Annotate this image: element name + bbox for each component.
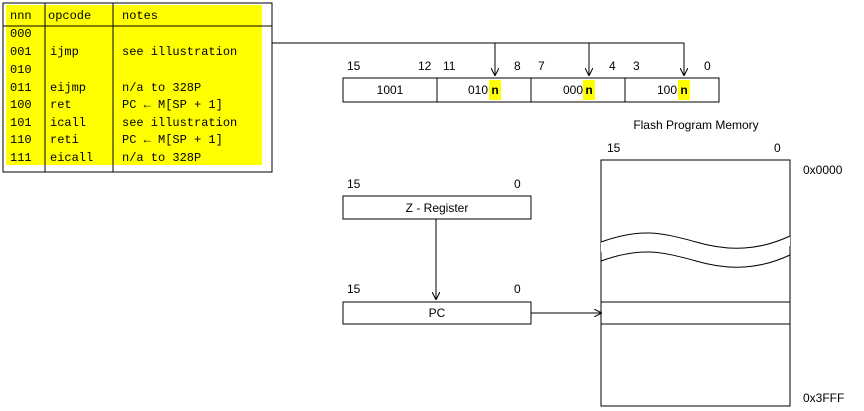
field-2-n: n — [491, 83, 498, 97]
row-nnn: 011 — [10, 81, 32, 95]
pc-register-label: PC — [429, 306, 446, 320]
bit-label-11: 11 — [443, 59, 456, 73]
table-header-opcode: opcode — [48, 9, 91, 23]
table-row: 101 icall see illustration — [10, 116, 237, 130]
pc-bit-high: 15 — [347, 282, 361, 296]
row-opcode: eijmp — [50, 81, 86, 95]
bit-label-8: 8 — [514, 59, 521, 73]
field-4-n: n — [680, 83, 687, 97]
flash-memory-bit-low: 0 — [774, 141, 781, 155]
table-row: 011 eijmp n/a to 328P — [10, 81, 201, 95]
field-opcode-high: 1001 — [377, 83, 404, 97]
row-notes: see illustration — [122, 116, 237, 130]
table-header-notes: notes — [122, 9, 158, 23]
field-2-prefix: 010 — [468, 83, 488, 97]
z-register-bit-high: 15 — [347, 177, 361, 191]
flash-memory-title: Flash Program Memory — [633, 118, 758, 132]
flash-program-memory: Flash Program Memory 15 0 0x0000 0x3FFF — [600, 118, 844, 407]
field-4-prefix: 100 — [657, 83, 677, 97]
row-notes: see illustration — [122, 45, 237, 59]
n-highlight-2 — [583, 80, 595, 100]
bit-label-7: 7 — [538, 59, 545, 73]
opcode-table-highlight — [6, 5, 262, 165]
table-row: 111 eicall n/a to 328P — [10, 151, 201, 165]
n-highlight-1 — [489, 80, 501, 100]
z-register: 15 0 Z - Register — [342, 177, 532, 220]
pc-bit-low: 0 — [514, 282, 521, 296]
row-opcode: reti — [50, 133, 79, 147]
row-nnn: 110 — [10, 133, 32, 147]
table-row: 010 — [10, 63, 32, 77]
opcode-table-border — [2, 2, 273, 173]
z-register-box — [342, 195, 532, 220]
instruction-word: 15 12 11 8 7 4 3 0 1001 010 n 000 n 100 … — [342, 59, 720, 103]
table-row: 001 ijmp see illustration — [10, 45, 237, 59]
memory-break-line-top — [600, 232, 791, 249]
row-nnn: 111 — [10, 151, 32, 165]
bit-label-0: 0 — [704, 59, 711, 73]
bit-label-4: 4 — [609, 59, 616, 73]
bit-label-15: 15 — [347, 59, 361, 73]
row-nnn: 101 — [10, 116, 32, 130]
memory-target-word — [600, 301, 791, 325]
bit-label-3: 3 — [633, 59, 640, 73]
row-notes: PC ← M[SP + 1] — [122, 133, 223, 147]
pc-register: 15 0 PC — [342, 282, 532, 325]
table-header-nnn: nnn — [10, 9, 32, 23]
row-nnn: 000 — [10, 27, 32, 41]
flash-memory-addr-start: 0x0000 — [803, 163, 843, 177]
row-opcode: ret — [50, 98, 72, 112]
z-register-bit-low: 0 — [514, 177, 521, 191]
flash-memory-box — [600, 159, 791, 407]
flash-memory-addr-end: 0x3FFF — [803, 391, 844, 405]
table-row: 100 ret PC ← M[SP + 1] — [10, 98, 223, 112]
flash-memory-bit-high: 15 — [607, 141, 621, 155]
table-row: 110 reti PC ← M[SP + 1] — [10, 133, 223, 147]
row-opcode: ijmp — [50, 45, 79, 59]
row-nnn: 100 — [10, 98, 32, 112]
opcode-table: nnn opcode notes 000 001 ijmp see illust… — [2, 2, 273, 173]
n-highlight-3 — [678, 80, 690, 100]
row-notes: PC ← M[SP + 1] — [122, 98, 223, 112]
field-3-prefix: 000 — [563, 83, 583, 97]
row-nnn: 001 — [10, 45, 32, 59]
bit-label-12: 12 — [418, 59, 432, 73]
row-opcode: eicall — [50, 151, 93, 165]
row-notes: n/a to 328P — [122, 151, 201, 165]
memory-break-line-bottom — [600, 251, 791, 268]
nnn-connector — [272, 42, 684, 75]
z-register-label: Z - Register — [406, 201, 469, 215]
row-nnn: 010 — [10, 63, 32, 77]
table-row: 000 — [10, 27, 32, 41]
field-3-n: n — [585, 83, 592, 97]
row-opcode: icall — [50, 116, 86, 130]
row-notes: n/a to 328P — [122, 81, 201, 95]
memory-break-fill — [601, 232, 790, 259]
